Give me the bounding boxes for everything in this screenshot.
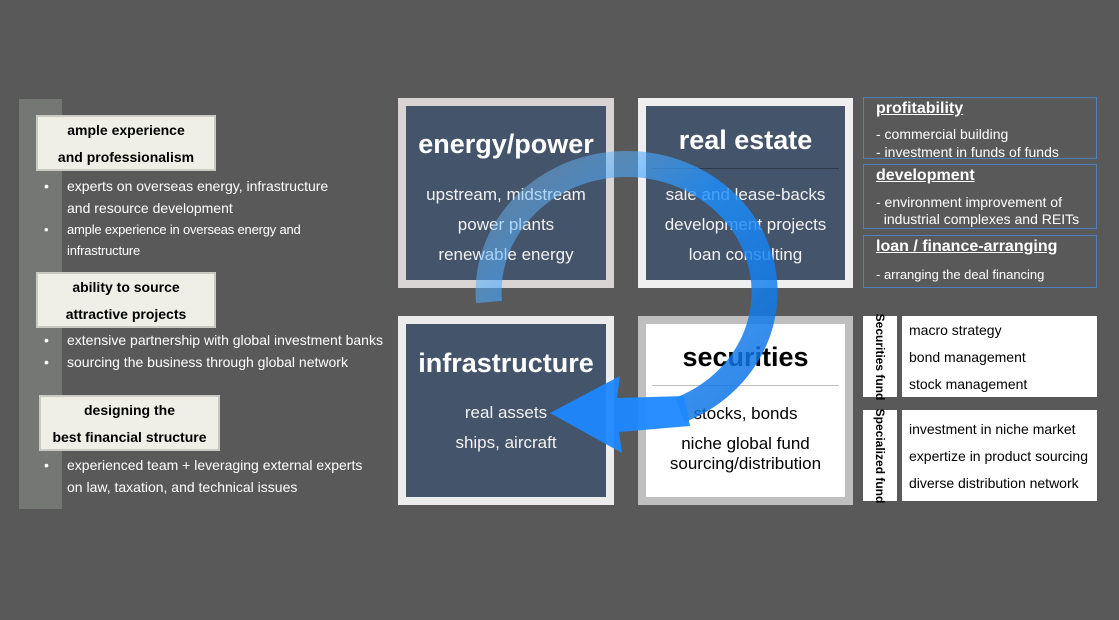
box-line: - investment in funds of funds xyxy=(876,144,1059,160)
quadrant-item: stocks, bonds xyxy=(638,404,853,424)
fund-item: diverse distribution network xyxy=(909,475,1079,491)
capability-title-structure: designing the best financial structure xyxy=(39,395,220,451)
capability-title-sourcing: ability to source attractive projects xyxy=(36,272,216,328)
quadrant-title: securities xyxy=(638,342,853,373)
quadrant-energy-power: energy/power upstream, midstream power p… xyxy=(398,98,614,288)
fund-label-specialized: Specialized fund xyxy=(863,410,897,501)
bullet-item: experts on overseas energy, infrastructu… xyxy=(42,175,372,219)
real-estate-box-loan: loan / finance-arranging - arranging the… xyxy=(863,235,1097,288)
fund-item: expertize in product sourcing xyxy=(909,448,1088,464)
capability-bullets-structure: experienced team + leveraging external e… xyxy=(42,454,402,498)
quadrant-item: loan consulting xyxy=(638,245,853,265)
bullet-item: experienced team + leveraging external e… xyxy=(42,454,402,498)
capability-title-experience: ample experience and professionalism xyxy=(36,115,216,171)
box-heading: development xyxy=(876,167,975,185)
quadrant-securities: securities stocks, bonds niche global fu… xyxy=(638,316,853,505)
fund-item: macro strategy xyxy=(909,322,1002,338)
quadrant-item: renewable energy xyxy=(398,245,614,265)
quadrant-title: real estate xyxy=(638,125,853,156)
fund-list-securities: macro strategy bond management stock man… xyxy=(902,316,1097,397)
box-heading: profitability xyxy=(876,100,963,118)
quadrant-item: sourcing/distribution xyxy=(638,454,853,474)
box-line: - commercial building xyxy=(876,126,1008,142)
fund-item: bond management xyxy=(909,349,1026,365)
fund-label-securities: Securities fund xyxy=(863,316,897,397)
quadrant-title: energy/power xyxy=(398,129,614,160)
box-line: - environment improvement of xyxy=(876,194,1062,210)
real-estate-box-development: development - environment improvement of… xyxy=(863,164,1097,229)
quadrant-item: real assets xyxy=(398,403,614,423)
quadrant-infrastructure: infrastructure real assets ships, aircra… xyxy=(398,316,614,505)
capability-bullets-sourcing: extensive partnership with global invest… xyxy=(42,329,402,373)
bullet-item: extensive partnership with global invest… xyxy=(42,329,402,351)
quadrant-real-estate: real estate sale and lease-backs develop… xyxy=(638,98,853,288)
box-line: industrial complexes and REITs xyxy=(876,211,1079,227)
box-line: - arranging the deal financing xyxy=(876,267,1044,282)
quadrant-divider xyxy=(652,385,839,386)
quadrant-item: upstream, midstream xyxy=(398,185,614,205)
quadrant-item: power plants xyxy=(398,215,614,235)
box-heading: loan / finance-arranging xyxy=(876,238,1057,256)
bullet-item: sourcing the business through global net… xyxy=(42,351,402,373)
bullet-item: ample experience in overseas energy andi… xyxy=(42,219,372,261)
quadrant-item: niche global fund xyxy=(638,434,853,454)
fund-item: stock management xyxy=(909,376,1027,392)
quadrant-item: ships, aircraft xyxy=(398,433,614,453)
fund-list-specialized: investment in niche market expertize in … xyxy=(902,410,1097,501)
quadrant-item: development projects xyxy=(638,215,853,235)
capability-bullets-experience: experts on overseas energy, infrastructu… xyxy=(42,175,372,261)
fund-item: investment in niche market xyxy=(909,421,1076,437)
quadrant-divider xyxy=(652,168,839,169)
real-estate-box-profitability: profitability - commercial building - in… xyxy=(863,97,1097,159)
quadrant-item: sale and lease-backs xyxy=(638,185,853,205)
quadrant-title: infrastructure xyxy=(398,348,614,379)
